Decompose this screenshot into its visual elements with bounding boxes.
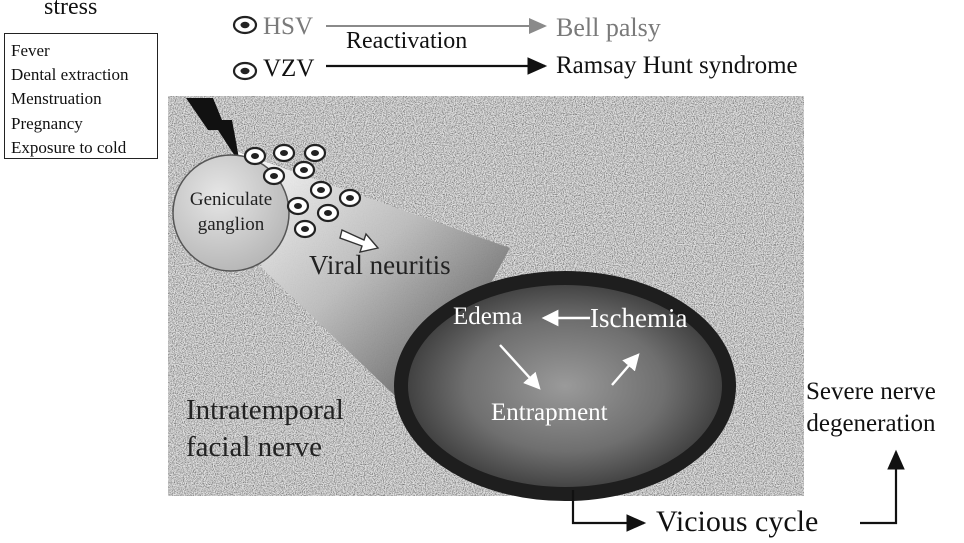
vicious-cycle-label: Vicious cycle xyxy=(656,505,819,538)
nerve-cross-section xyxy=(394,271,736,501)
stress-factor: Pregnancy xyxy=(11,113,83,133)
ischemia-label: Ischemia xyxy=(590,303,687,333)
vzv-virus-icon xyxy=(232,61,258,81)
entrapment-label: Entrapment xyxy=(491,399,608,426)
ganglion-label-line1: Geniculate xyxy=(190,189,272,210)
intratemporal-facial-nerve-label: Intratemporal facial nerve xyxy=(186,392,344,466)
ganglion-label-line2: ganglion xyxy=(198,214,265,235)
entrapment-to-ischemia-arrow xyxy=(611,353,640,386)
stress-factor: Fever xyxy=(11,41,50,60)
hsv-label: HSV xyxy=(263,13,314,40)
edema-label: Edema xyxy=(453,303,522,330)
stress-title: stress xyxy=(44,0,98,20)
vicious-cycle-arrow-right xyxy=(860,449,905,525)
viral-neuritis-label: Viral neuritis xyxy=(309,250,451,280)
stress-factor: Exposure to cold xyxy=(11,137,127,157)
edema-to-entrapment-arrow xyxy=(499,344,541,390)
nerve-label-line2: facial nerve xyxy=(186,431,323,463)
severe-degeneration-label: Severe nerve degeneration xyxy=(806,376,936,440)
stress-factor: Dental extraction xyxy=(11,65,129,85)
stress-factors-box: Fever Dental extraction Menstruation Pre… xyxy=(4,33,158,159)
vicious-cycle-arrow-left xyxy=(571,490,647,532)
bell-palsy-label: Bell palsy xyxy=(556,13,661,42)
neuritis-arrow-icon xyxy=(339,229,380,253)
virus-particles xyxy=(243,143,362,239)
ramsay-hunt-label: Ramsay Hunt syndrome xyxy=(556,52,798,79)
geniculate-ganglion xyxy=(172,154,290,272)
hsv-virus-icon xyxy=(232,15,258,35)
lightning-bolt-icon xyxy=(186,98,240,164)
reactivation-label: Reactivation xyxy=(346,28,468,54)
severe-label-line2: degeneration xyxy=(806,410,936,437)
vzv-label: VZV xyxy=(263,55,315,82)
nerve-label-line1: Intratemporal xyxy=(186,394,344,426)
stress-factor: Menstruation xyxy=(11,89,102,109)
severe-label-line1: Severe nerve xyxy=(806,378,936,405)
